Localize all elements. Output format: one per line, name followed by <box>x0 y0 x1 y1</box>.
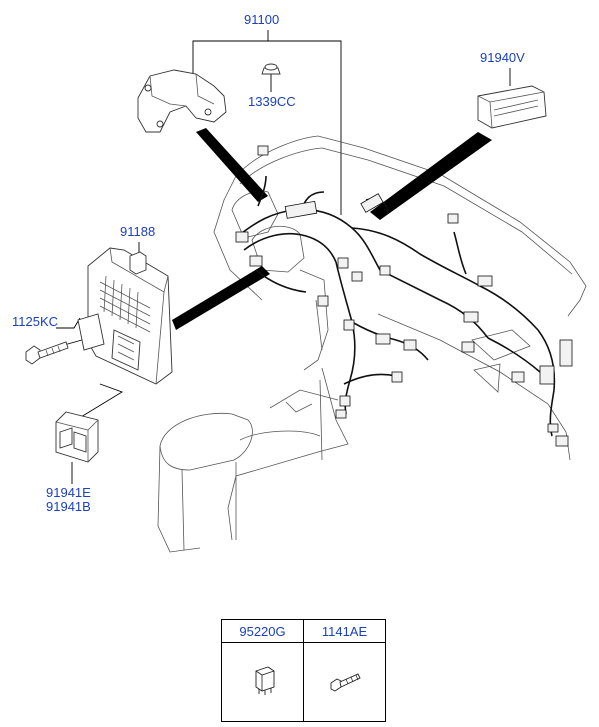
label-91941B: 91941B <box>46 499 91 514</box>
clip-1339CC <box>261 63 281 75</box>
leader-bands <box>172 128 492 330</box>
label-91940V: 91940V <box>480 50 525 65</box>
relay-icon <box>255 666 275 695</box>
label-1339CC: 1339CC <box>248 94 296 109</box>
legend-cell-relay <box>221 642 304 722</box>
label-91100: 91100 <box>244 12 279 27</box>
bolt-1125KC <box>25 341 69 365</box>
legend-header-1141AE: 1141AE <box>303 619 386 643</box>
label-91941E: 91941E <box>46 485 91 500</box>
harness-bracket <box>137 69 227 133</box>
harness-connectors <box>235 145 573 447</box>
label-91188: 91188 <box>120 224 155 239</box>
wiring-harness <box>237 175 556 437</box>
relay-box-91940V <box>477 85 547 129</box>
dashboard-outline <box>157 135 587 553</box>
bolt-icon <box>330 673 361 692</box>
junction-block-91188 <box>77 247 173 385</box>
switch-91941E <box>55 411 99 463</box>
legend-header-95220G: 95220G <box>221 619 304 643</box>
label-1125KC: 1125KC <box>12 314 58 329</box>
legend-cell-bolt <box>303 642 386 722</box>
legend-table: 95220G 1141AE <box>221 619 386 722</box>
